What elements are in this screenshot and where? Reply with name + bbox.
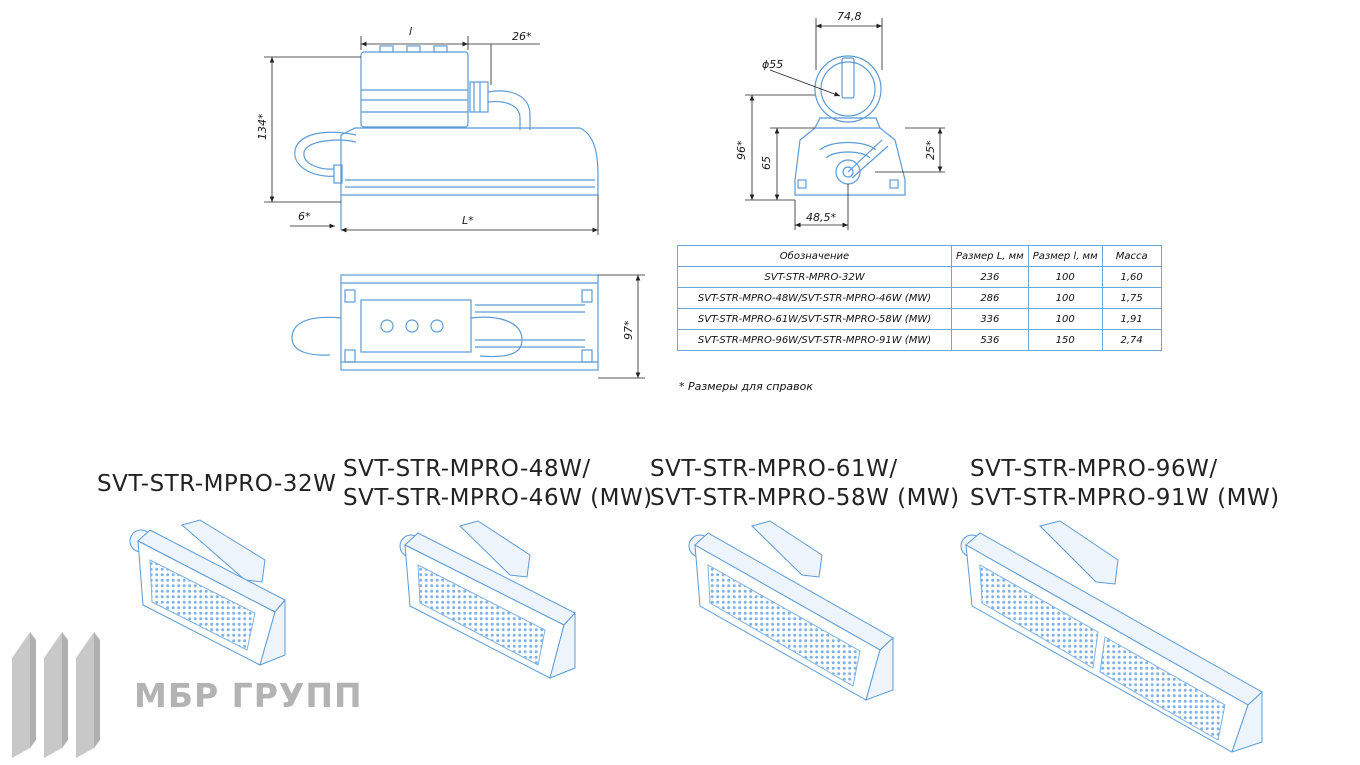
product-illustrations <box>129 519 1263 753</box>
top-view-dimensions <box>598 274 645 379</box>
product-label-line2: SVT-STR-MPRO-91W (MW) <box>970 485 1280 511</box>
dim-phi55: ϕ55 <box>762 58 783 71</box>
luminaire-48w <box>399 520 576 679</box>
dim-l: l <box>409 25 412 38</box>
dim-65: 65 <box>760 156 773 170</box>
cell-mass: 2,74 <box>1101 329 1162 351</box>
table-row: SVT-STR-MPRO-61W/SVT-STR-MPRO-58W (MW) 3… <box>677 308 1162 330</box>
cell-designation: SVT-STR-MPRO-61W/SVT-STR-MPRO-58W (MW) <box>677 308 952 330</box>
product-label-line1: SVT-STR-MPRO-48W/ <box>343 456 591 482</box>
header-length-l: Размер l, мм <box>1027 245 1103 267</box>
header-designation: Обозначение <box>677 245 952 267</box>
cell-L: 336 <box>951 308 1029 330</box>
luminaire-96w <box>960 520 1263 753</box>
header-length-L: Размер L, мм <box>951 245 1029 267</box>
product-label-32w: SVT-STR-MPRO-32W <box>97 470 336 499</box>
product-label-line1: SVT-STR-MPRO-96W/ <box>970 456 1218 482</box>
cell-l: 150 <box>1027 329 1103 351</box>
spec-table-header: Обозначение Размер L, мм Размер l, мм Ма… <box>677 245 1162 267</box>
cell-L: 286 <box>951 287 1029 309</box>
dim-25: 25* <box>924 140 937 160</box>
cell-designation: SVT-STR-MPRO-48W/SVT-STR-MPRO-46W (MW) <box>677 287 952 309</box>
end-view-dimensions <box>745 18 945 230</box>
cell-mass: 1,91 <box>1101 308 1162 330</box>
cell-mass: 1,60 <box>1101 266 1162 288</box>
cell-L: 236 <box>951 266 1029 288</box>
logo-mark <box>12 632 100 758</box>
dim-6: 6* <box>298 210 311 223</box>
product-label-61w: SVT-STR-MPRO-61W/ SVT-STR-MPRO-58W (MW) <box>650 455 960 513</box>
product-label-48w: SVT-STR-MPRO-48W/ SVT-STR-MPRO-46W (MW) <box>343 455 653 513</box>
dim-26: 26* <box>512 30 532 43</box>
cell-L: 536 <box>951 329 1029 351</box>
header-mass: Масса <box>1101 245 1162 267</box>
product-label-line2: SVT-STR-MPRO-46W (MW) <box>343 485 653 511</box>
dim-97: 97* <box>622 320 635 340</box>
cell-designation: SVT-STR-MPRO-32W <box>677 266 952 288</box>
technical-drawing: l 26* 134* 6* L* 97* <box>256 10 945 379</box>
dim-74-8: 74,8 <box>837 10 862 23</box>
footnote: * Размеры для справок <box>679 380 814 393</box>
cell-l: 100 <box>1027 266 1103 288</box>
end-view <box>794 55 906 196</box>
cell-mass: 1,75 <box>1101 287 1162 309</box>
table-row: SVT-STR-MPRO-96W/SVT-STR-MPRO-91W (MW) 5… <box>677 329 1162 351</box>
dim-96: 96* <box>735 140 748 160</box>
table-row: SVT-STR-MPRO-32W 236 100 1,60 <box>677 266 1162 288</box>
product-label-96w: SVT-STR-MPRO-96W/ SVT-STR-MPRO-91W (MW) <box>970 455 1280 513</box>
cell-l: 100 <box>1027 287 1103 309</box>
dim-L: L* <box>462 214 474 227</box>
dim-134: 134* <box>256 113 269 140</box>
luminaire-32w <box>129 519 286 666</box>
product-label-line1: SVT-STR-MPRO-32W <box>97 471 337 497</box>
product-label-line2: SVT-STR-MPRO-58W (MW) <box>650 485 960 511</box>
cell-designation: SVT-STR-MPRO-96W/SVT-STR-MPRO-91W (MW) <box>677 329 952 351</box>
spec-table: Обозначение Размер L, мм Размер l, мм Ма… <box>677 245 1162 351</box>
side-view-dimensions <box>264 36 599 235</box>
top-view <box>291 274 599 371</box>
luminaire-61w <box>688 520 894 701</box>
table-row: SVT-STR-MPRO-48W/SVT-STR-MPRO-46W (MW) 2… <box>677 287 1162 309</box>
logo-text: МБР ГРУПП <box>134 676 363 715</box>
dim-48-5: 48,5* <box>806 211 836 224</box>
cell-l: 100 <box>1027 308 1103 330</box>
product-label-line1: SVT-STR-MPRO-61W/ <box>650 456 898 482</box>
